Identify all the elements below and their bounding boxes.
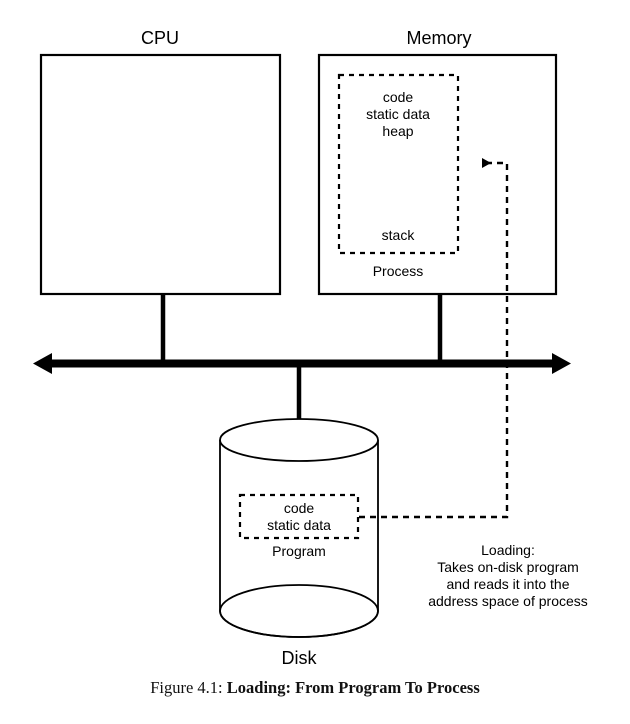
loading-note-line4: address space of process	[428, 593, 588, 609]
program-static-data-label: static data	[267, 517, 331, 533]
process-code-label: code	[382, 89, 414, 105]
program-dashed-box	[238, 493, 360, 540]
disk-title: Disk	[281, 648, 317, 668]
process-stack-label: stack	[381, 227, 415, 243]
memory-title: Memory	[406, 28, 472, 48]
disk-cylinder-bottom	[219, 584, 379, 638]
disk-cylinder-top	[219, 418, 379, 462]
figure-caption: Figure 4.1: Loading: From Program To Pro…	[0, 678, 630, 698]
loading-note-line1: Loading:	[481, 542, 535, 558]
figure-caption-title: Loading: From Program To Process	[226, 678, 480, 697]
process-heap-label: heap	[382, 123, 414, 139]
program-code-label: code	[283, 500, 315, 516]
cpu-box	[39, 53, 282, 296]
process-static-data-label: static data	[366, 106, 430, 122]
cpu-title: CPU	[140, 28, 180, 48]
bus-arrowhead-left	[33, 353, 52, 374]
loading-note-line3: and reads it into the	[446, 576, 570, 592]
bus-arrowhead-right	[552, 353, 571, 374]
loading-dashed-path	[359, 158, 509, 519]
loading-note-line2: Takes on-disk program	[437, 559, 579, 575]
figure-caption-prefix: Figure 4.1:	[150, 678, 227, 697]
process-dashed-box	[337, 73, 460, 255]
program-label: Program	[272, 543, 326, 559]
process-label: Process	[372, 263, 424, 279]
